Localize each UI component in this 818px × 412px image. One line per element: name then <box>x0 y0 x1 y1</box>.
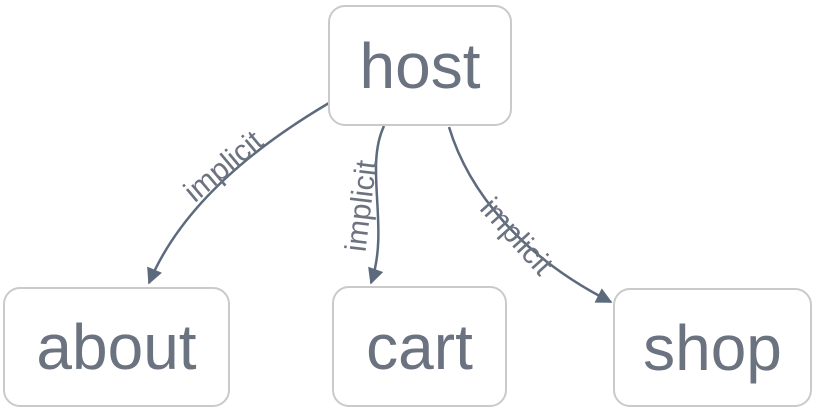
node-host[interactable]: host <box>328 5 512 126</box>
node-shop[interactable]: shop <box>613 288 812 407</box>
edge-host-shop <box>447 126 613 304</box>
node-about[interactable]: about <box>3 287 230 407</box>
node-about-label: about <box>36 311 197 383</box>
edge-host-about <box>147 101 330 285</box>
edge-host-cart <box>368 125 386 285</box>
node-cart-label: cart <box>366 310 473 383</box>
node-shop-label: shop <box>643 311 782 384</box>
node-cart[interactable]: cart <box>332 286 507 407</box>
node-host-label: host <box>359 29 481 102</box>
